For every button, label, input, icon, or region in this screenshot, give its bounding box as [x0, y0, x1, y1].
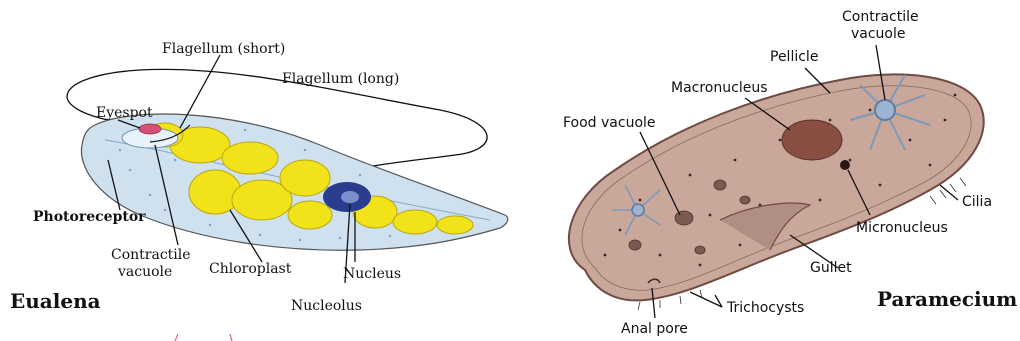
label-anal-pore: Anal pore	[621, 321, 688, 337]
label-flagellum-long: Flagellum (long)	[282, 71, 399, 87]
stray-mark	[175, 334, 232, 341]
label-pellicle: Pellicle	[770, 49, 818, 65]
label-nucleus: Nucleus	[343, 266, 401, 282]
label-p-contractile-vacuole-line1: Contractile	[842, 9, 919, 25]
paramecium-micronucleus	[840, 160, 850, 170]
label-gullet: Gullet	[810, 260, 852, 276]
paramecium-macronucleus	[782, 120, 842, 160]
label-contractile-vacuole-line2: vacuole	[117, 264, 172, 280]
paramecium-illustration	[569, 74, 984, 310]
paramecium-body	[569, 74, 984, 300]
label-p-contractile-vacuole-line2: vacuole	[851, 26, 906, 42]
label-photoreceptor: Photoreceptor	[33, 209, 146, 225]
paramecium-title: Paramecium	[877, 287, 1017, 311]
label-trichocysts: Trichocysts	[726, 300, 804, 316]
label-cilia: Cilia	[962, 194, 992, 210]
label-food-vacuole: Food vacuole	[563, 115, 656, 131]
label-contractile-vacuole-line1: Contractile	[111, 247, 191, 263]
label-eyespot: Eyespot	[96, 105, 153, 121]
euglena-nucleolus	[341, 191, 359, 203]
label-micronucleus: Micronucleus	[856, 220, 948, 236]
label-chloroplast: Chloroplast	[209, 261, 292, 277]
label-nucleolus: Nucleolus	[291, 298, 362, 314]
euglena-eyespot	[139, 124, 161, 134]
label-flagellum-short: Flagellum (short)	[162, 41, 285, 57]
euglena-title: Eualena	[10, 289, 101, 313]
label-macronucleus: Macronucleus	[671, 80, 767, 96]
